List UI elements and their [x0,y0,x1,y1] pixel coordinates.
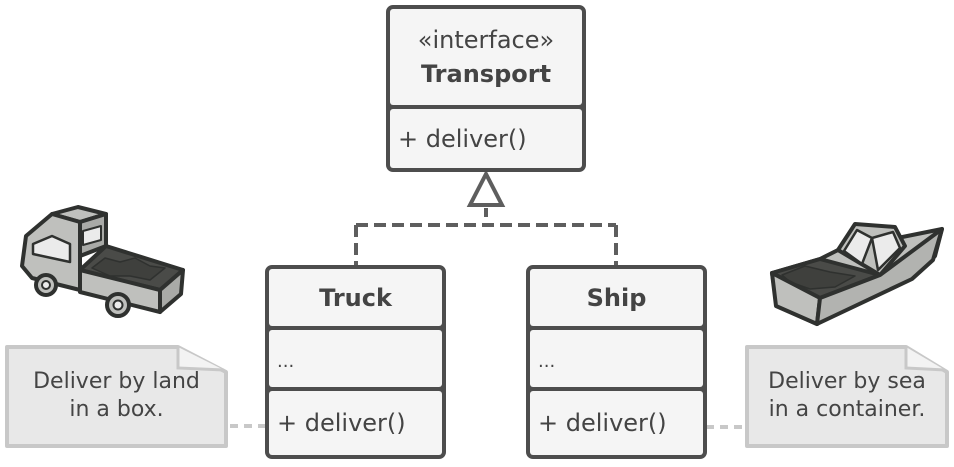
class-truck-name: Truck [319,283,392,312]
class-ship-method-deliver: + deliver() [538,409,667,437]
realization-arrowhead-icon [466,169,506,207]
note-ship-line1: Deliver by sea [768,369,926,394]
class-truck[interactable]: Truck ... + deliver() [265,265,446,459]
class-ship-header: Ship [530,269,703,326]
interface-stereotype: «interface» [417,26,555,54]
realization-connector [354,208,618,266]
boat-icon [770,222,944,326]
interface-name: Transport [420,60,552,88]
note-ship: Deliver by sea in a container. [749,368,945,424]
class-truck-fields: ... [269,330,442,387]
note-truck: Deliver by land in a box. [9,368,224,424]
class-ship-name: Ship [586,283,647,312]
note-truck-shape [5,345,228,448]
class-ship[interactable]: Ship ... + deliver() [526,265,707,459]
class-truck-method-deliver: + deliver() [277,409,406,437]
class-ship-fields-text: ... [538,351,556,372]
interface-methods: + deliver() [390,109,582,168]
class-ship-fields: ... [530,330,703,387]
note-ship-shape [745,345,949,448]
class-ship-methods: + deliver() [530,391,703,455]
class-truck-header: Truck [269,269,442,326]
interface-header: «interface» Transport [390,9,582,105]
note-truck-line2: in a box. [69,397,164,422]
interface-transport[interactable]: «interface» Transport + deliver() [386,5,586,172]
method-deliver: + deliver() [398,124,527,153]
class-truck-fields-text: ... [277,351,295,372]
class-truck-methods: + deliver() [269,391,442,455]
note-ship-line2: in a container. [768,397,926,422]
truck-icon [20,205,185,318]
note-truck-line1: Deliver by land [33,369,200,394]
